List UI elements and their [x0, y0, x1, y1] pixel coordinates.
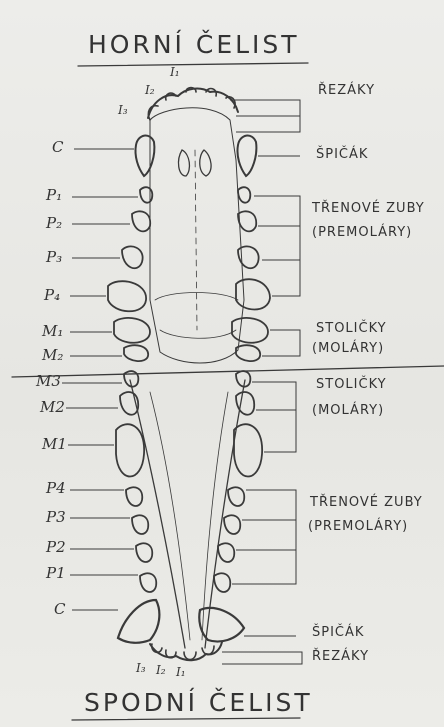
label-upper-premolars-1: TŘENOVÉ ZUBY — [312, 202, 425, 215]
upper-palate-nostril-right — [200, 150, 211, 176]
label-lower-p3: P3 — [46, 510, 66, 525]
lower-canine-right — [199, 608, 244, 641]
label-lower-molars-1: STOLIČKY — [316, 378, 387, 391]
jaw-separator-line — [12, 366, 444, 377]
upper-title-underline — [78, 63, 308, 66]
label-lower-i1: I₁ — [176, 666, 186, 678]
label-lower-m1: M1 — [42, 437, 67, 452]
label-upper-p4: P₄ — [44, 288, 60, 303]
label-upper-i3: I₃ — [118, 104, 128, 116]
label-upper-canine: ŠPIČÁK — [316, 148, 368, 161]
label-lower-i3: I₃ — [136, 662, 146, 674]
label-upper-m1: M₁ — [42, 324, 63, 339]
bracket-upper-incisors — [230, 100, 300, 132]
label-lower-canine: ŠPIČÁK — [312, 626, 364, 639]
label-upper-i2: I₂ — [145, 84, 155, 96]
label-lower-p2: P2 — [46, 540, 66, 555]
upper-jaw-title: HORNÍ ČELIST — [88, 32, 300, 57]
label-lower-premolars-2: (PREMOLÁRY) — [308, 520, 408, 533]
label-upper-p2: P₂ — [46, 216, 62, 231]
label-lower-i2: I₂ — [156, 664, 166, 676]
label-upper-molars-2: (MOLÁRY) — [312, 342, 384, 355]
lower-title-underline — [72, 718, 300, 720]
upper-incisors — [148, 89, 238, 118]
bracket-upper-premolars — [254, 196, 300, 296]
lower-jaw-inner-right — [202, 392, 228, 640]
label-lower-c: C — [54, 602, 65, 617]
upper-palate-center — [195, 150, 197, 330]
lower-jaw-inner-left — [150, 392, 190, 640]
label-upper-molars-1: STOLIČKY — [316, 322, 387, 335]
label-upper-p3: P₃ — [46, 250, 62, 265]
label-lower-p4: P4 — [46, 481, 66, 496]
label-lower-premolars-1: TŘENOVÉ ZUBY — [310, 496, 423, 509]
lower-canine-left — [118, 600, 159, 643]
label-upper-premolars-2: (PREMOLÁRY) — [312, 226, 412, 239]
bracket-lower-incisors — [222, 652, 302, 664]
lower-jaw-title: SPODNÍ ČELIST — [84, 690, 313, 715]
upper-canine-left — [135, 136, 154, 176]
label-upper-incisors: ŘEZÁKY — [318, 84, 375, 97]
label-upper-m2: M₂ — [42, 348, 63, 363]
upper-palate-nostril-left — [179, 150, 190, 176]
label-lower-p1: P1 — [46, 566, 66, 581]
label-lower-m2: M2 — [40, 400, 65, 415]
bracket-lower-molars — [252, 382, 296, 452]
label-upper-p1: P₁ — [46, 188, 62, 203]
label-lower-m3: M3 — [36, 374, 61, 389]
upper-palate-outline — [150, 108, 244, 363]
label-upper-c: C — [52, 140, 63, 155]
upper-canine-right — [237, 136, 256, 176]
label-lower-incisors: ŘEZÁKY — [312, 650, 369, 663]
label-upper-i1: I₁ — [170, 66, 180, 78]
label-lower-molars-2: (MOLÁRY) — [312, 404, 384, 417]
